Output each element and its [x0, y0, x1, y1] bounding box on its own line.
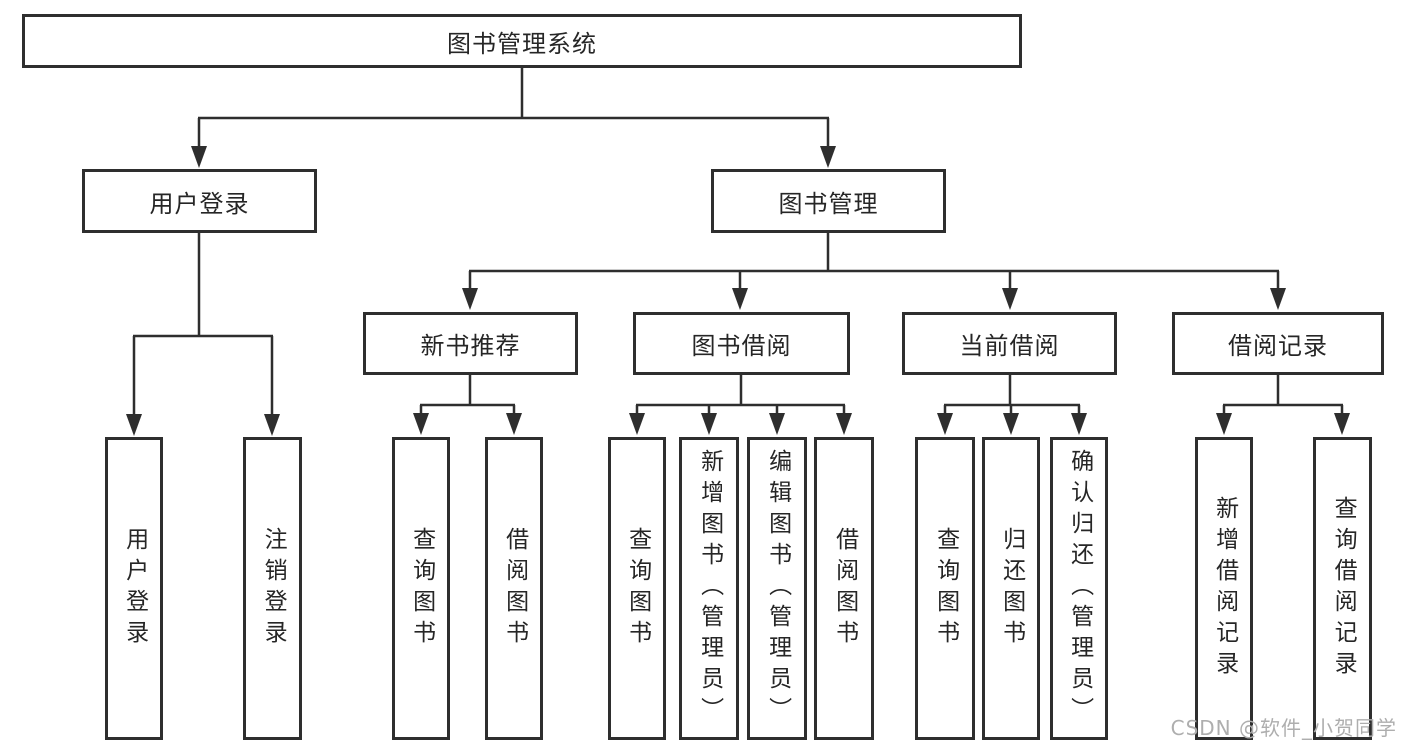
node-label: 当前借阅	[959, 332, 1060, 360]
node-current-borrow: 当前借阅	[902, 312, 1117, 375]
node-borrow-records: 借阅记录	[1172, 312, 1384, 375]
node-label: 图书管理系统	[447, 29, 597, 58]
leaf-label: 新增图书（管理员）	[696, 449, 723, 728]
node-label: 新书推荐	[420, 332, 521, 360]
node-root-system: 图书管理系统	[22, 14, 1022, 68]
leaf-label: 借阅图书	[831, 526, 858, 651]
node-book-borrow: 图书借阅	[633, 312, 850, 375]
leaf-edit-books-admin: 编辑图书（管理员）	[747, 437, 807, 740]
node-user-login: 用户登录	[82, 169, 317, 233]
leaf-label: 新增借阅记录	[1211, 495, 1238, 682]
leaf-user-login: 用户登录	[105, 437, 163, 740]
arrowheads	[126, 146, 1350, 436]
leaf-label: 借阅图书	[501, 526, 528, 651]
csdn-watermark: CSDN @软件_小贺同学	[1170, 716, 1397, 740]
leaf-label: 归还图书	[998, 526, 1025, 651]
leaf-add-borrow-record: 新增借阅记录	[1195, 437, 1253, 740]
leaf-add-books-admin: 新增图书（管理员）	[679, 437, 739, 740]
leaf-label: 用户登录	[121, 526, 148, 651]
node-label: 用户登录	[149, 189, 250, 218]
leaf-logout: 注销登录	[243, 437, 302, 740]
leaf-query-borrow-record: 查询借阅记录	[1313, 437, 1372, 740]
leaf-label: 编辑图书（管理员）	[764, 449, 791, 728]
leaf-borrow-query-books: 查询图书	[608, 437, 666, 740]
leaf-label: 确认归还（管理员）	[1066, 449, 1093, 728]
leaf-confirm-return-admin: 确认归还（管理员）	[1050, 437, 1108, 740]
node-label: 图书借阅	[691, 332, 792, 360]
leaf-label: 查询图书	[932, 526, 959, 651]
node-label: 图书管理	[778, 189, 879, 218]
leaf-current-query-books: 查询图书	[915, 437, 975, 740]
leaf-recommend-borrow-books: 借阅图书	[485, 437, 543, 740]
node-book-management: 图书管理	[711, 169, 946, 233]
node-label: 借阅记录	[1228, 332, 1328, 360]
leaf-recommend-query-books: 查询图书	[392, 437, 450, 740]
leaf-label: 查询借阅记录	[1330, 495, 1357, 682]
leaf-return-books: 归还图书	[982, 437, 1040, 740]
leaf-label: 查询图书	[408, 526, 435, 651]
node-new-book-recommend: 新书推荐	[363, 312, 578, 375]
leaf-label: 注销登录	[260, 526, 287, 651]
leaf-borrow-books: 借阅图书	[814, 437, 874, 740]
leaf-label: 查询图书	[624, 526, 651, 651]
